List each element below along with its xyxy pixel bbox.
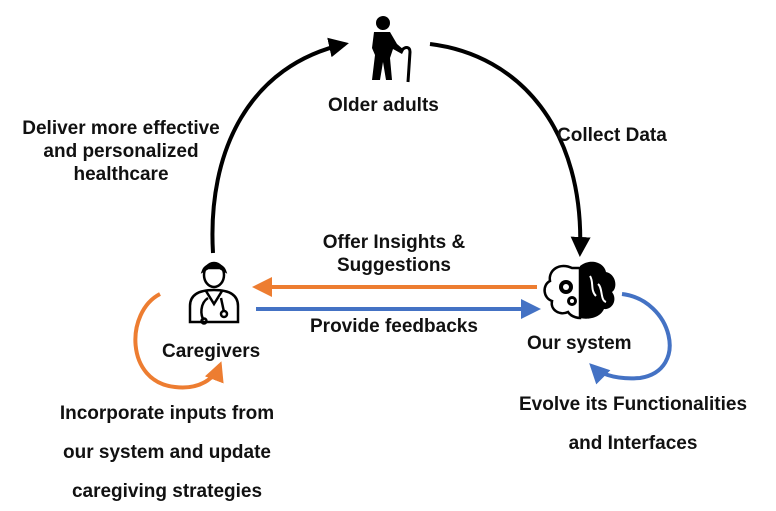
arrow-collect-data [429, 42, 591, 257]
loop-label-caregivers: Incorporate inputs from our system and u… [22, 394, 312, 511]
loop-label-line: caregiving strategies [71, 481, 263, 502]
edge-label-provide-feedbacks: Provide feedbacks [310, 316, 478, 337]
loop-arrow-system [589, 292, 672, 385]
caregiver-doctor-icon [188, 261, 240, 325]
loop-label-line: our system and update [63, 442, 271, 463]
node-label-caregivers: Caregivers [162, 341, 261, 362]
elderly-person-cane-icon [372, 16, 412, 83]
brain-gears-icon [543, 261, 616, 320]
edge-label-deliver-care: Deliver more effective and personalized … [3, 117, 239, 187]
edge-label-line: Offer Insights & [322, 232, 466, 253]
loop-arrow-caregivers [133, 292, 224, 390]
loop-label-system: Evolve its Functionalities and Interface… [492, 385, 774, 463]
edge-label-line: Deliver more effective [22, 118, 220, 139]
loop-label-line: Incorporate inputs from [59, 403, 275, 424]
loop-label-line: Evolve its Functionalities [518, 394, 748, 415]
edge-label-offer-insights: Offer Insights & Suggestions [292, 231, 496, 277]
edge-label-line: and personalized [43, 141, 199, 163]
edge-label-line: Suggestions [336, 255, 451, 277]
loop-label-line: and Interfaces [568, 433, 698, 454]
edge-label-collect-data: Collect Data [557, 125, 667, 146]
edge-label-line: healthcare [73, 164, 169, 186]
arrow-deliver-healthcare [210, 37, 349, 254]
node-label-our-system: Our system [527, 333, 632, 354]
node-label-older-adults: Older adults [328, 95, 439, 116]
